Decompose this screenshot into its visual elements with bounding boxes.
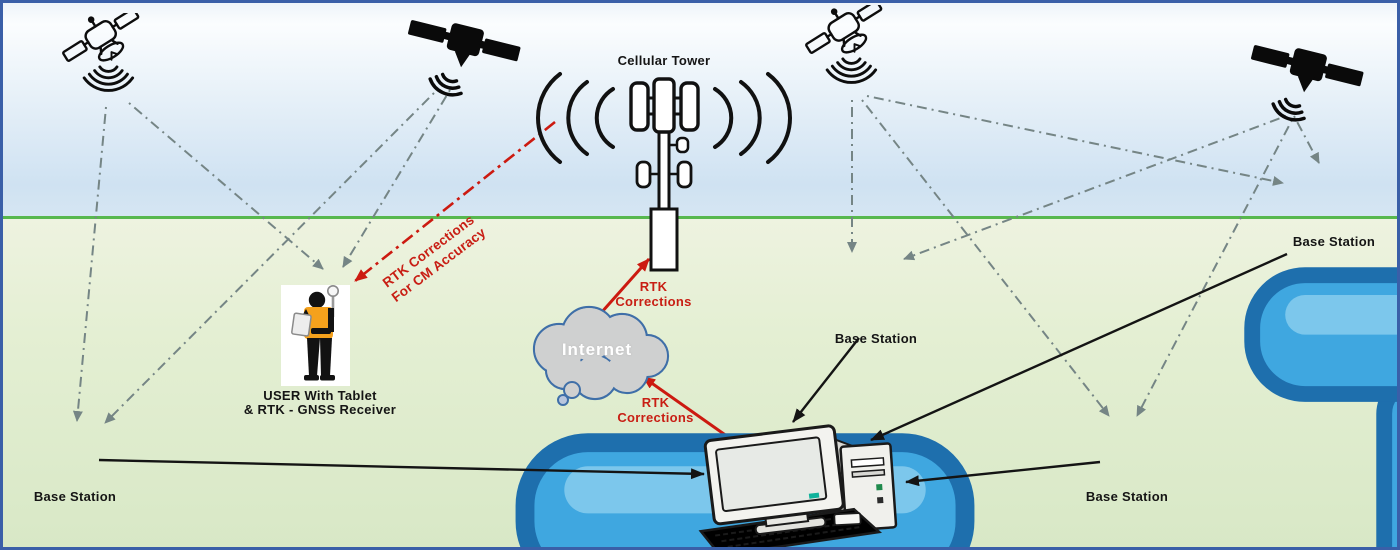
rtk-corrections-lower-line1: RTK <box>641 395 670 410</box>
satellite-4-icon <box>1246 36 1368 128</box>
base-station-2-label: Base Station <box>834 331 918 346</box>
horizon-line <box>3 216 1397 219</box>
base-station-2-icon <box>1252 275 1400 550</box>
base-station-4-label: Base Station <box>1085 489 1169 504</box>
satellite-1-icon <box>58 13 152 92</box>
diagram-graphics <box>58 5 1400 550</box>
user-label-line2: & RTK - GNSS Receiver <box>243 402 397 417</box>
base-station-3-label: Base Station <box>1292 234 1376 249</box>
computer-to-internet-line <box>642 375 732 441</box>
base-station-data-lines <box>98 252 1288 487</box>
user-label-line1: USER With Tablet <box>263 388 377 403</box>
tower-to-user-line <box>354 120 556 283</box>
internet-label: Internet <box>561 340 633 359</box>
rtk-corrections-upper-line2: Corrections <box>615 294 692 309</box>
base-station-1-label: Base Station <box>33 489 117 504</box>
desktop-computer-icon <box>698 424 898 547</box>
surveyor-person-icon <box>281 284 350 386</box>
signal-waves-icon <box>536 72 792 164</box>
satellite-3-icon <box>801 5 895 84</box>
gnss-signal-lines <box>72 89 1320 424</box>
cellular-tower-icon <box>536 72 792 272</box>
sky-background <box>3 3 1397 217</box>
cellular-tower-label: Cellular Tower <box>617 53 711 68</box>
rtk-corrections-upper-line1: RTK <box>639 279 668 294</box>
satellite-2-icon <box>403 11 525 103</box>
rtk-corrections-lower-line2: Corrections <box>617 410 694 425</box>
internet-cloud-icon <box>532 305 670 406</box>
